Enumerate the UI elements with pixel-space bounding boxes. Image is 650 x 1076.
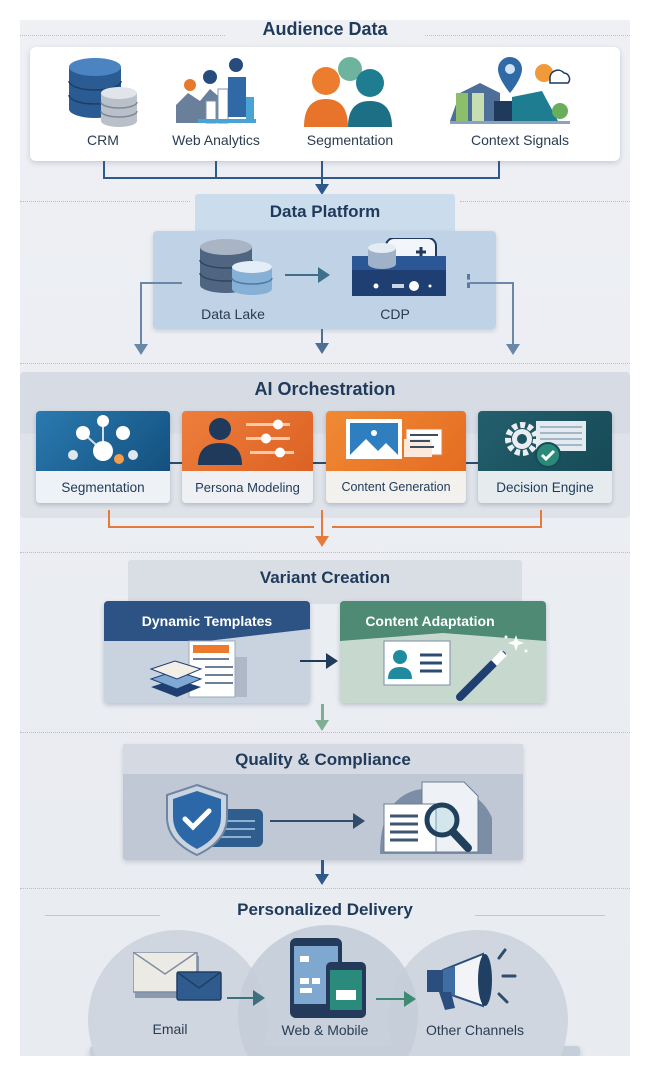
document-review-icon — [376, 778, 496, 858]
divider — [20, 363, 630, 364]
arrow-down-icon — [315, 874, 329, 885]
arrow-down-icon — [315, 720, 329, 731]
platform-item-label: Data Lake — [201, 306, 265, 322]
delivery-channel-label: Email — [152, 1021, 188, 1037]
delivery-channel-label: Other Channels — [425, 1022, 525, 1038]
variant-card-label: Dynamic Templates — [141, 613, 273, 629]
arrow-down-icon — [315, 343, 329, 354]
connector — [332, 526, 542, 528]
arrow-down-icon — [315, 184, 329, 195]
divider — [20, 552, 630, 553]
connector — [321, 860, 324, 876]
connector — [103, 177, 500, 179]
arrow-right-icon — [318, 267, 330, 283]
connector — [540, 510, 542, 527]
variant-creation-header — [128, 560, 522, 604]
data-lake-icon — [198, 237, 278, 299]
shield-check-icon — [165, 783, 265, 857]
platform-item-label: CDP — [380, 306, 410, 322]
variant-card-dynamic-templates: Dynamic Templates — [104, 601, 310, 703]
orchestration-card-label: Decision Engine — [496, 480, 594, 495]
stage-title-audience-data: Audience Data — [262, 20, 388, 39]
orchestration-card-content-generation: Content Generation — [326, 411, 466, 503]
stage-title-quality-compliance: Quality & Compliance — [235, 750, 411, 769]
connector — [270, 820, 355, 822]
connector — [498, 161, 500, 178]
divider — [20, 732, 630, 733]
stage-title-ai-orchestration: AI Orchestration — [254, 379, 396, 399]
connector — [215, 161, 217, 178]
connector — [321, 510, 323, 538]
database-icon — [65, 57, 145, 127]
diagram-canvas: Audience Data CRM — [20, 20, 630, 1056]
gear-check-icon — [500, 415, 590, 469]
orchestration-card-label: Persona Modeling — [195, 480, 300, 495]
audience-item-label: Segmentation — [306, 132, 394, 148]
connector — [321, 161, 323, 186]
audience-data-panel: CRM Web Analytics — [30, 47, 620, 161]
divider — [460, 201, 630, 202]
people-group-icon — [304, 55, 394, 127]
stage-title-personalized-delivery: Personalized Delivery — [237, 900, 413, 919]
template-layers-icon — [149, 637, 269, 703]
orchestration-card-segmentation: Segmentation — [36, 411, 170, 503]
connector — [103, 161, 105, 178]
magic-wand-card-icon — [380, 629, 530, 701]
audience-item-label: CRM — [87, 132, 119, 148]
orchestration-card-label: Content Generation — [341, 480, 451, 494]
arrow-down-icon — [506, 344, 520, 355]
divider — [45, 915, 160, 916]
audience-item-label: Context Signals — [470, 132, 570, 148]
connector — [285, 274, 321, 276]
connector — [140, 282, 182, 284]
arrow-down-icon — [315, 536, 329, 547]
analytics-chart-icon — [176, 57, 256, 127]
mobile-devices-icon — [288, 938, 368, 1020]
divider — [425, 35, 630, 36]
audience-item-label: Web Analytics — [172, 132, 260, 148]
stage-title-data-platform: Data Platform — [269, 202, 381, 221]
divider — [20, 201, 190, 202]
arrow-down-icon — [134, 344, 148, 355]
connector — [321, 704, 324, 722]
connector — [108, 510, 110, 527]
image-document-icon — [344, 417, 448, 467]
connector — [470, 282, 514, 284]
network-nodes-icon — [61, 413, 145, 469]
connector — [300, 660, 328, 662]
variant-card-label: Content Adaptation — [365, 613, 495, 629]
data-platform-header — [195, 194, 455, 234]
divider — [475, 915, 605, 916]
orchestration-card-persona-modeling: Persona Modeling — [182, 411, 313, 503]
arrow-right-icon — [404, 991, 416, 1007]
connector — [512, 282, 514, 346]
connector — [140, 282, 142, 346]
more-indicator — [467, 274, 470, 288]
orchestration-card-decision-engine: Decision Engine — [478, 411, 612, 503]
envelope-icon — [133, 952, 225, 1004]
connector — [108, 526, 314, 528]
cdp-server-icon — [350, 238, 450, 300]
arrow-right-icon — [353, 813, 365, 829]
connector — [321, 329, 323, 344]
orchestration-card-label: Segmentation — [61, 480, 145, 495]
arrow-right-icon — [253, 990, 265, 1006]
variant-card-content-adaptation: Content Adaptation — [340, 601, 546, 703]
stage-title-variant-creation: Variant Creation — [259, 568, 391, 587]
persona-sliders-icon — [196, 415, 296, 469]
delivery-channel-label: Web & Mobile — [281, 1022, 369, 1038]
divider — [20, 35, 225, 36]
connector — [376, 998, 406, 1000]
location-weather-icon — [450, 53, 580, 129]
megaphone-icon — [425, 948, 519, 1012]
connector — [227, 997, 255, 999]
arrow-right-icon — [326, 653, 338, 669]
divider — [20, 888, 630, 889]
